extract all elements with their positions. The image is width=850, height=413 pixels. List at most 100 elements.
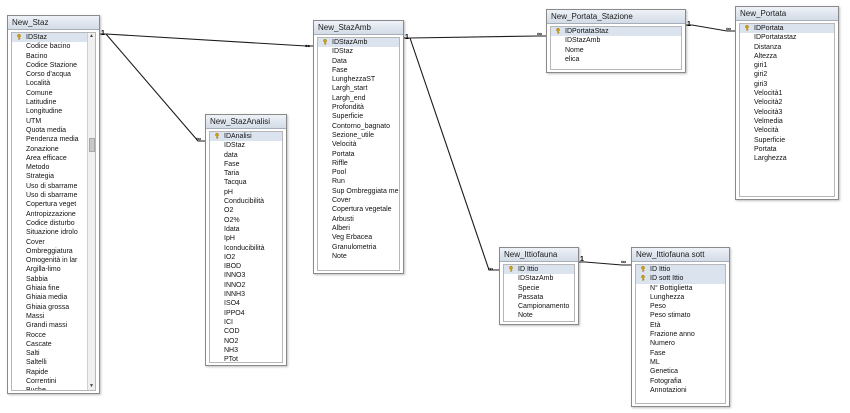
field-row[interactable]: Uso di sbarrame: [12, 191, 87, 200]
field-row[interactable]: Lunghezza: [636, 293, 725, 302]
arrow-down-icon[interactable]: ▼: [89, 383, 94, 389]
field-row[interactable]: LunghezzaST: [318, 75, 399, 84]
field-row[interactable]: elica: [551, 55, 681, 64]
field-row[interactable]: data: [210, 151, 282, 160]
field-row[interactable]: Situazione idrolo: [12, 228, 87, 237]
field-row[interactable]: Bacino: [12, 52, 87, 61]
table-title[interactable]: New_StazAnalisi: [206, 115, 286, 129]
field-row[interactable]: Comune: [12, 89, 87, 98]
field-row[interactable]: Correntini: [12, 377, 87, 386]
field-row[interactable]: Run: [318, 177, 399, 186]
field-row[interactable]: Cascate: [12, 340, 87, 349]
field-row[interactable]: Portata: [740, 145, 834, 154]
field-row[interactable]: Antropizzazione: [12, 210, 87, 219]
field-row[interactable]: Rocce: [12, 331, 87, 340]
field-row[interactable]: Peso: [636, 302, 725, 311]
field-row[interactable]: Specie: [504, 284, 574, 293]
field-row[interactable]: Largh_end: [318, 94, 399, 103]
field-row[interactable]: Ombreggiatura: [12, 247, 87, 256]
field-row[interactable]: Data: [318, 57, 399, 66]
field-row[interactable]: Ghiaia media: [12, 293, 87, 302]
field-row[interactable]: Quota media: [12, 126, 87, 135]
primary-key-field[interactable]: IDPortata: [740, 24, 834, 34]
primary-key-field[interactable]: ID Ittio: [636, 265, 725, 275]
field-row[interactable]: Età: [636, 321, 725, 330]
field-row[interactable]: IDStaz: [318, 47, 399, 56]
field-row[interactable]: Cover: [318, 196, 399, 205]
field-row[interactable]: Velocità2: [740, 98, 834, 107]
table-title[interactable]: New_Portata_Stazione: [547, 10, 685, 24]
field-row[interactable]: Frazione anno: [636, 330, 725, 339]
field-row[interactable]: Fase: [636, 349, 725, 358]
table-title[interactable]: New_Ittiofauna sott: [632, 248, 729, 262]
field-row[interactable]: Grandi massi: [12, 321, 87, 330]
field-row[interactable]: Saltelli: [12, 358, 87, 367]
field-row[interactable]: IPPO4: [210, 309, 282, 318]
field-row[interactable]: Annotazioni: [636, 386, 725, 395]
relationship-line[interactable]: [98, 33, 313, 47]
field-row[interactable]: giri3: [740, 80, 834, 89]
field-row[interactable]: Arbusti: [318, 215, 399, 224]
field-row[interactable]: Cover: [12, 238, 87, 247]
field-row[interactable]: Pool: [318, 168, 399, 177]
field-row[interactable]: Genetica: [636, 367, 725, 376]
field-row[interactable]: INNO3: [210, 271, 282, 280]
field-row[interactable]: INNO2: [210, 281, 282, 290]
primary-key-field[interactable]: ID Ittio: [504, 265, 574, 275]
field-row[interactable]: IDPortatastaz: [740, 33, 834, 42]
field-row[interactable]: Velocità: [740, 126, 834, 135]
field-row[interactable]: Passata: [504, 293, 574, 302]
field-row[interactable]: Zonazione: [12, 145, 87, 154]
field-row[interactable]: ISO4: [210, 299, 282, 308]
field-row[interactable]: Omogenità in lar: [12, 256, 87, 265]
field-row[interactable]: Sup Ombreggiata me: [318, 187, 399, 196]
field-row[interactable]: PTot: [210, 355, 282, 362]
field-row[interactable]: Nome: [551, 46, 681, 55]
field-row[interactable]: Contorno_bagnato: [318, 122, 399, 131]
primary-key-field[interactable]: ID sott Ittio: [636, 274, 725, 284]
field-row[interactable]: Idata: [210, 225, 282, 234]
scroll-thumb[interactable]: [89, 138, 95, 152]
field-row[interactable]: Numero: [636, 339, 725, 348]
field-row[interactable]: Fotografia: [636, 377, 725, 386]
field-row[interactable]: Fase: [318, 66, 399, 75]
table-title[interactable]: New_Staz: [8, 16, 99, 30]
field-row[interactable]: Latitudine: [12, 98, 87, 107]
field-row[interactable]: Iconducibilità: [210, 244, 282, 253]
field-row[interactable]: Massi: [12, 312, 87, 321]
field-row[interactable]: Copertura vegetale: [318, 205, 399, 214]
arrow-up-icon[interactable]: ▲: [89, 33, 94, 39]
primary-key-field[interactable]: IDPortataStaz: [551, 27, 681, 37]
field-row[interactable]: Superficie: [318, 112, 399, 121]
field-row[interactable]: Buche: [12, 386, 87, 390]
field-row[interactable]: NH3: [210, 346, 282, 355]
field-row[interactable]: Velocità3: [740, 108, 834, 117]
field-row[interactable]: Alberi: [318, 224, 399, 233]
field-row[interactable]: Note: [504, 311, 574, 320]
field-row[interactable]: O2: [210, 206, 282, 215]
field-row[interactable]: Salti: [12, 349, 87, 358]
primary-key-field[interactable]: IDStazAmb: [318, 38, 399, 48]
field-row[interactable]: giri1: [740, 61, 834, 70]
field-row[interactable]: Campionamento: [504, 302, 574, 311]
field-row[interactable]: Granulometria: [318, 243, 399, 252]
field-row[interactable]: Copertura veget: [12, 200, 87, 209]
field-row[interactable]: Località: [12, 79, 87, 88]
field-row[interactable]: Superficie: [740, 136, 834, 145]
field-row[interactable]: Area efficace: [12, 154, 87, 163]
field-row[interactable]: IDStaz: [210, 141, 282, 150]
primary-key-field[interactable]: IDAnalisi: [210, 132, 282, 142]
field-row[interactable]: Tacqua: [210, 178, 282, 187]
field-row[interactable]: NO2: [210, 337, 282, 346]
table-title[interactable]: New_Ittiofauna: [500, 248, 578, 262]
field-row[interactable]: Codice bacino: [12, 42, 87, 51]
vertical-scrollbar[interactable]: ▲ ▼: [87, 33, 95, 390]
field-row[interactable]: IBOD: [210, 262, 282, 271]
field-row[interactable]: Larghezza: [740, 154, 834, 163]
field-row[interactable]: INNH3: [210, 290, 282, 299]
